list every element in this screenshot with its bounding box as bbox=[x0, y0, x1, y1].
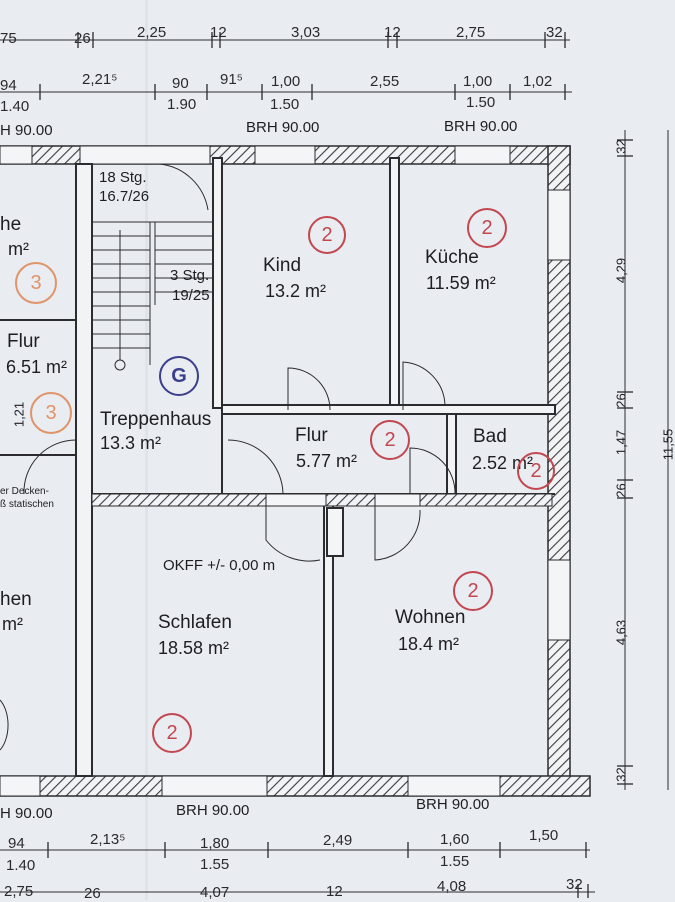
dim-right-5: 26 bbox=[613, 483, 629, 498]
dim-top2-sub-1: 1.40 bbox=[0, 98, 30, 115]
stairs-main-label: 18 Stg. bbox=[99, 169, 147, 186]
dim-top-6: 12 bbox=[384, 24, 401, 41]
dim-top-8: 32 bbox=[546, 24, 563, 41]
dim-bottom-3: 1,80 bbox=[200, 835, 230, 852]
brh-top-right: BRH 90.00 bbox=[444, 118, 518, 135]
dim-top2-1: 94 bbox=[0, 77, 17, 94]
door-swings bbox=[0, 361, 456, 751]
stairs-side-ratio: 19/25 bbox=[172, 287, 210, 304]
neighbor-flur-area: 6.51 m² bbox=[6, 357, 68, 377]
okff-note: OKFF +/- 0,00 m bbox=[163, 557, 276, 574]
dim-bottom-sub-2: 1.55 bbox=[200, 856, 230, 873]
dim-top2-7: 1,00 bbox=[463, 73, 493, 90]
dim-right-total: 11,55 bbox=[660, 428, 675, 461]
right-dimension-lines bbox=[617, 130, 669, 790]
brh-bottom-right: BRH 90.00 bbox=[416, 796, 490, 813]
dim-bottom2-3: 4,07 bbox=[200, 884, 230, 901]
room-wohnen-area: 18.4 m² bbox=[398, 634, 460, 654]
dim-bottom2-4: 12 bbox=[326, 883, 343, 900]
room-kind-area: 13.2 m² bbox=[265, 281, 327, 301]
room-schlafen-badge: 2 bbox=[152, 713, 192, 753]
top-dimension-lines bbox=[0, 32, 572, 100]
dim-bottom-1: 94 bbox=[8, 835, 25, 852]
room-bad-badge: 2 bbox=[517, 452, 555, 490]
neighbor-bottom-name: hen bbox=[0, 589, 32, 610]
dim-top2-2: 2,21⁵ bbox=[82, 71, 118, 88]
room-flur-name: Flur bbox=[295, 425, 328, 446]
room-treppenhaus-badge: G bbox=[159, 356, 199, 396]
decken-note-2: ß statischen bbox=[0, 499, 54, 510]
room-wohnen-badge: 2 bbox=[453, 571, 493, 611]
dim-bottom-sub-3: 1.55 bbox=[440, 853, 470, 870]
dim-right-6: 4,63 bbox=[613, 619, 629, 646]
dim-right-4: 1,47 bbox=[613, 429, 629, 456]
neighbor-mid-badge: 3 bbox=[30, 392, 72, 434]
dim-top2-6: 2,55 bbox=[370, 73, 400, 90]
dim-top2-5: 1,00 bbox=[271, 73, 301, 90]
dim-top-3: 2,25 bbox=[137, 24, 167, 41]
dim-bottom-2: 2,13⁵ bbox=[90, 831, 126, 848]
neighbor-top-badge: 3 bbox=[15, 262, 57, 304]
dim-bottom-sub-1: 1.40 bbox=[6, 857, 36, 874]
dim-stair-left: 1,21 bbox=[11, 401, 27, 428]
decken-note-1: er Decken- bbox=[0, 486, 49, 497]
room-schlafen-name: Schlafen bbox=[158, 612, 232, 633]
dim-bottom2-1: 2,75 bbox=[4, 883, 34, 900]
dim-top2-sub-3: 1.50 bbox=[270, 96, 300, 113]
dim-right-3: 26 bbox=[613, 393, 629, 408]
dim-bottom2-6: 32 bbox=[566, 876, 583, 893]
room-schlafen-area: 18.58 m² bbox=[158, 638, 230, 658]
room-kueche-name: Küche bbox=[425, 247, 479, 268]
windows bbox=[0, 145, 571, 797]
neighbor-top-name: he bbox=[0, 214, 22, 235]
neighbor-bottom-area: m² bbox=[2, 614, 23, 634]
dim-top-1: 75 bbox=[0, 30, 17, 47]
dim-top-7: 2,75 bbox=[456, 24, 486, 41]
stairs-side-label: 3 Stg. bbox=[170, 267, 210, 284]
room-kind-name: Kind bbox=[263, 255, 302, 276]
dim-right-1: 32 bbox=[613, 139, 629, 154]
dim-top2-4: 91⁵ bbox=[220, 71, 243, 88]
interior-walls bbox=[0, 157, 556, 777]
dim-top2-8: 1,02 bbox=[523, 73, 553, 90]
room-treppenhaus-name: Treppenhaus bbox=[100, 409, 212, 430]
dim-bottom-5: 1,60 bbox=[440, 831, 470, 848]
stairs-main-ratio: 16.7/26 bbox=[99, 188, 150, 205]
dim-top-5: 3,03 bbox=[291, 24, 321, 41]
dim-top-2: 26 bbox=[74, 30, 91, 47]
dim-top2-sub-2: 1.90 bbox=[167, 96, 197, 113]
dim-right-2: 4,29 bbox=[613, 257, 629, 284]
room-kueche-badge: 2 bbox=[467, 208, 507, 248]
room-wohnen-name: Wohnen bbox=[395, 607, 466, 628]
dim-bottom-4: 2,49 bbox=[323, 832, 353, 849]
brh-top-mid: BRH 90.00 bbox=[246, 119, 320, 136]
dim-bottom-6: 1,50 bbox=[529, 827, 559, 844]
room-bad-name: Bad bbox=[473, 426, 507, 447]
brh-bottom-left: H 90.00 bbox=[0, 805, 53, 822]
neighbor-flur-name: Flur bbox=[7, 331, 40, 352]
room-flur-area: 5.77 m² bbox=[296, 451, 358, 471]
bottom-dimension-lines bbox=[0, 842, 595, 898]
staircase bbox=[92, 163, 212, 371]
dim-right-7: 32 bbox=[613, 767, 629, 782]
brh-bottom-mid: BRH 90.00 bbox=[176, 802, 250, 819]
dim-bottom2-5: 4,08 bbox=[437, 878, 467, 895]
room-treppenhaus-area: 13.3 m² bbox=[100, 433, 162, 453]
neighbor-top-area: m² bbox=[8, 239, 29, 259]
dim-top-4: 12 bbox=[210, 24, 227, 41]
room-kind-badge: 2 bbox=[308, 216, 346, 254]
room-kueche-area: 11.59 m² bbox=[426, 273, 496, 293]
dim-top2-3: 90 bbox=[172, 75, 189, 92]
dim-top2-sub-4: 1.50 bbox=[466, 94, 496, 111]
room-flur-badge: 2 bbox=[370, 420, 410, 460]
brh-top-left: H 90.00 bbox=[0, 122, 53, 139]
dim-bottom2-2: 26 bbox=[84, 885, 101, 902]
